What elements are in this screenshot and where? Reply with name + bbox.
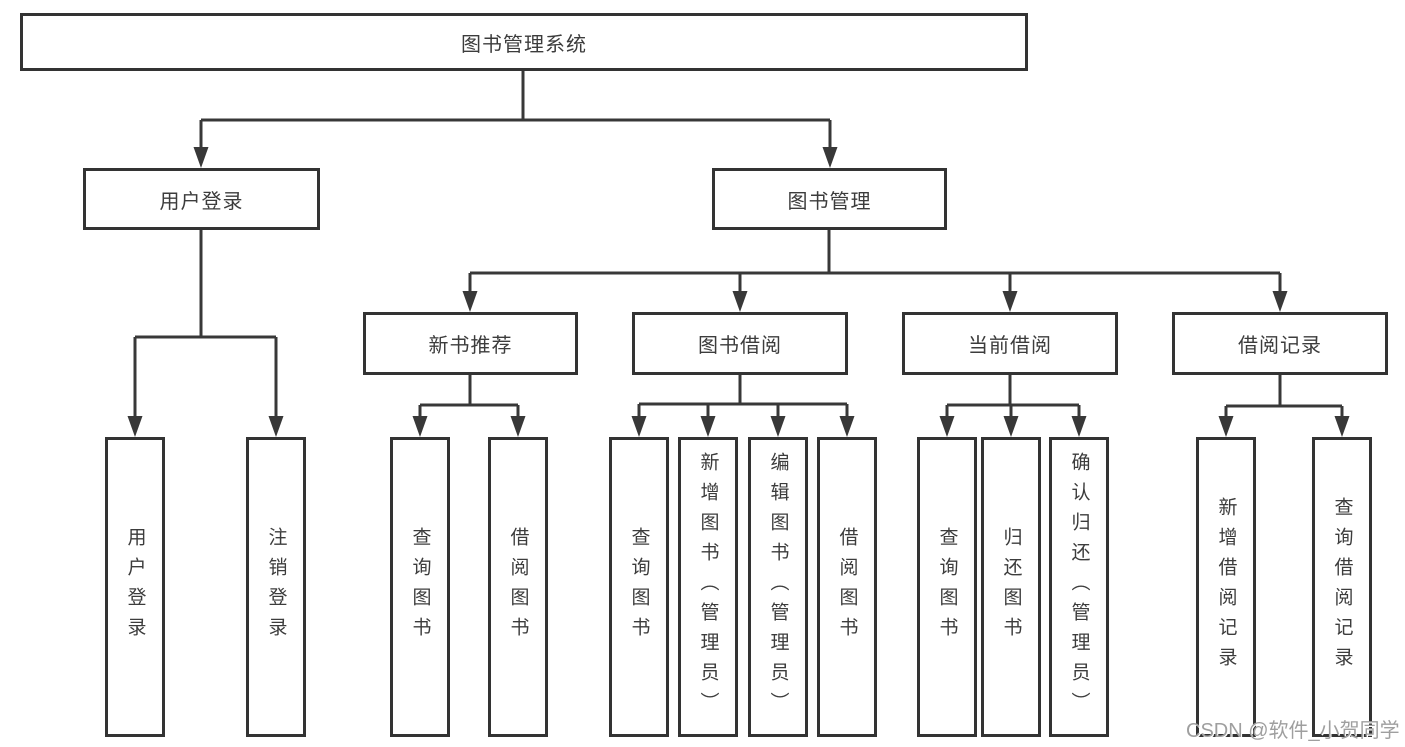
leaf-borrow-query: 查询图书 xyxy=(609,437,669,737)
leaf-borrow-add-admin: 新增图书（管理员） xyxy=(678,437,738,737)
leaf-newbook-query: 查询图书 xyxy=(390,437,450,737)
leaf-newbook-borrow: 借阅图书 xyxy=(488,437,548,737)
node-book-management: 图书管理 xyxy=(712,168,947,230)
edge-userlogin-to-leaves xyxy=(127,230,284,437)
node-current-borrow: 当前借阅 xyxy=(902,312,1118,375)
leaf-logout: 注销登录 xyxy=(246,437,306,737)
leaf-user-login: 用户登录 xyxy=(105,437,165,737)
leaf-current-return: 归还图书 xyxy=(981,437,1041,737)
leaf-current-query: 查询图书 xyxy=(917,437,977,737)
edge-newbook-to-leaves xyxy=(412,375,526,437)
edge-root-to-level2 xyxy=(193,71,838,168)
leaf-borrow-book: 借阅图书 xyxy=(817,437,877,737)
leaf-borrow-edit-admin: 编辑图书（管理员） xyxy=(748,437,808,737)
csdn-watermark: CSDN @软件_小贺同学 xyxy=(1186,720,1400,742)
leaf-record-add: 新增借阅记录 xyxy=(1196,437,1256,737)
edge-borrow-to-leaves xyxy=(631,375,855,437)
node-book-borrow: 图书借阅 xyxy=(632,312,848,375)
edge-records-to-leaves xyxy=(1218,375,1350,437)
edge-current-to-leaves xyxy=(939,375,1087,437)
leaf-record-query: 查询借阅记录 xyxy=(1312,437,1372,737)
node-new-book-recommend: 新书推荐 xyxy=(363,312,578,375)
node-user-login: 用户登录 xyxy=(83,168,320,230)
node-system-root: 图书管理系统 xyxy=(20,13,1028,71)
node-borrow-records: 借阅记录 xyxy=(1172,312,1388,375)
edge-bookmgmt-to-level3 xyxy=(462,230,1288,312)
leaf-current-confirm-admin: 确认归还（管理员） xyxy=(1049,437,1109,737)
